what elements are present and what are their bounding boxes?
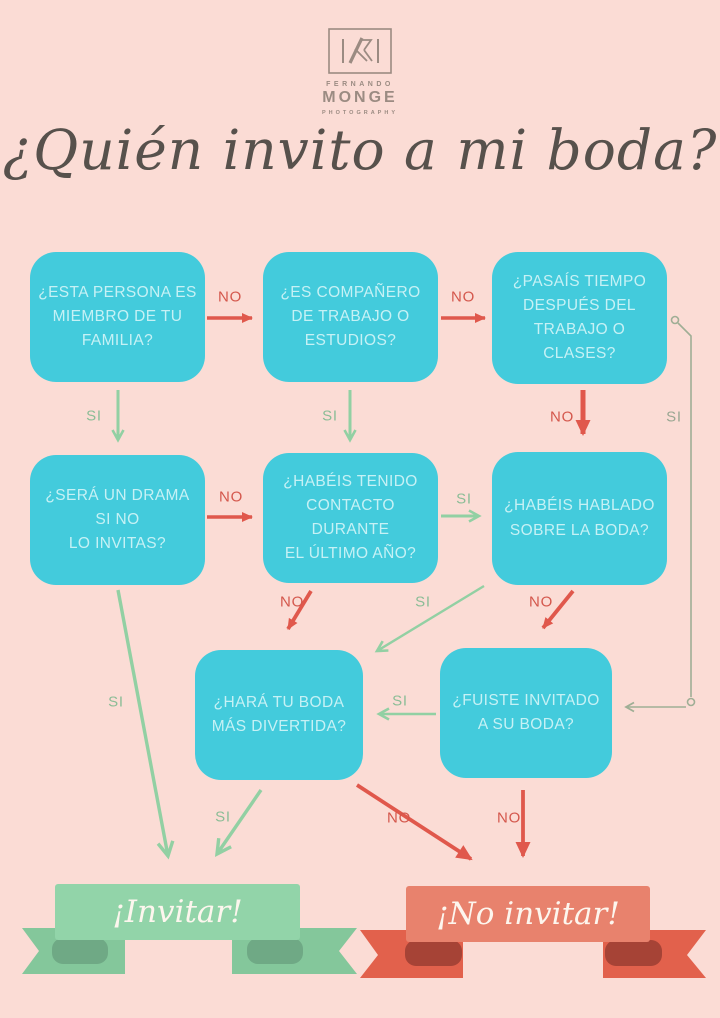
edge-arrow-divertida-invitar xyxy=(214,789,263,857)
connector-tiempo-invitado xyxy=(624,315,696,713)
page-title: ¿Quién invito a mi boda? xyxy=(2,118,718,182)
edge-arrow-hablado-invitado xyxy=(541,589,575,630)
edge-label-si: SI xyxy=(322,407,338,425)
logo-main: MONGE xyxy=(322,89,398,106)
monogram-m-icon xyxy=(328,28,392,74)
logo-tagline: PHOTOGRAPHY xyxy=(322,110,398,116)
node-contacto: ¿HABÉIS TENIDO CONTACTO DURANTE EL ÚLTIM… xyxy=(263,453,438,583)
edge-label-no: NO xyxy=(450,288,476,306)
edge-label-si: SI xyxy=(108,693,124,711)
node-familia: ¿ESTA PERSONA ES MIEMBRO DE TU FAMILIA? xyxy=(30,252,205,382)
edge-label-no: NO xyxy=(218,488,244,506)
node-trabajo: ¿ES COMPAÑERO DE TRABAJO O ESTUDIOS? xyxy=(263,252,438,382)
invite-ribbon xyxy=(22,884,357,974)
yes-arrows xyxy=(111,390,485,860)
edge-arrow-contacto-divertida xyxy=(286,590,313,630)
edge-label-no: NO xyxy=(217,288,243,306)
edge-label-si: SI xyxy=(215,808,231,826)
node-hablado: ¿HABÉIS HABLADO SOBRE LA BODA? xyxy=(492,452,667,585)
node-divertida: ¿HARÁ TU BODA MÁS DIVERTIDA? xyxy=(195,650,363,780)
logo-name: FERNANDO xyxy=(326,81,394,88)
edge-arrow-drama-invitar xyxy=(116,589,175,860)
edge-label-si: SI xyxy=(666,408,682,426)
no-arrows xyxy=(207,313,591,861)
edge-label-no: NO xyxy=(496,809,522,827)
no-invite-banner-label: ¡No invitar! xyxy=(436,896,620,932)
no-invite-ribbon xyxy=(360,886,706,978)
edge-label-no: NO xyxy=(279,593,305,611)
edge-label-si: SI xyxy=(456,490,472,508)
invite-banner-label: ¡Invitar! xyxy=(112,894,243,930)
edge-label-si: SI xyxy=(415,593,431,611)
edge-label-si: SI xyxy=(86,407,102,425)
node-tiempo: ¿PASAÍS TIEMPO DESPUÉS DEL TRABAJO O CLA… xyxy=(492,252,667,384)
connector-elbow-dot xyxy=(686,697,696,707)
node-invitado: ¿FUISTE INVITADO A SU BODA? xyxy=(440,648,612,778)
connector-start-dot xyxy=(670,315,680,325)
connector-line xyxy=(677,322,692,697)
edge-label-no: NO xyxy=(549,408,575,426)
edge-label-no: NO xyxy=(386,809,412,827)
edge-arrow-hablado-divertida xyxy=(374,584,485,653)
edge-label-no: NO xyxy=(528,593,554,611)
node-drama: ¿SERÁ UN DRAMA SI NO LO INVITAS? xyxy=(30,455,205,585)
logo: FERNANDO MONGE PHOTOGRAPHY xyxy=(0,28,720,116)
edge-label-si: SI xyxy=(392,692,408,710)
edge-arrow-divertida-noinvitar xyxy=(355,783,473,861)
